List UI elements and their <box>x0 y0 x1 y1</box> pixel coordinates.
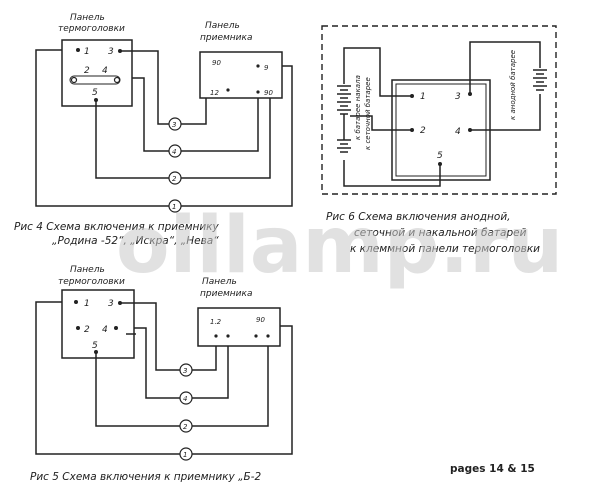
fig5-receiver-panel-title-2: приемника <box>200 289 252 299</box>
fig5-wire-4 <box>134 327 229 399</box>
fig5-wire-label-4: 4 <box>183 395 187 403</box>
fig5-wire-label-3: 3 <box>183 367 187 375</box>
fig4-receiver-panel-title-1: Панель <box>205 21 240 31</box>
fig4-receiver-panel-title-2: приемника <box>200 33 252 43</box>
fig5-pin2-terminal <box>76 326 80 330</box>
fig4-wire-label-2: 2 <box>172 175 177 183</box>
fig4-pin1-label: 1 <box>84 47 90 57</box>
fig4-thermal-panel-title-2: термоголовки <box>58 24 125 34</box>
fig6-caption-line3: к клеммной панели термоголовки <box>350 243 540 255</box>
fig6-pin2-label: 2 <box>420 126 426 136</box>
watermark-text: oillamp.ru <box>116 201 563 291</box>
fig4-receiver-panel-box <box>199 51 283 99</box>
fig5-wire-ring-2 <box>179 419 193 433</box>
fig5-receiver-panel-title-1: Панель <box>202 277 237 287</box>
fig4-rx-pin90a-label: 90 <box>212 59 221 67</box>
fig5-wire-label-1: 1 <box>183 451 187 459</box>
fig5-pin1-terminal <box>74 300 78 304</box>
fig6-wire-left-mid <box>350 115 412 131</box>
fig5-wire-ring-1 <box>179 447 193 461</box>
fig5-rx-t1 <box>214 334 218 338</box>
fig6-wire-right-bottom <box>470 94 541 131</box>
fig4-thermal-panel-title-1: Панель <box>70 13 105 23</box>
fig4-rx-pin90b-label: 90 <box>264 89 273 97</box>
fig4-rx-pin12-label: 12 <box>210 89 219 97</box>
fig6-battery-label-grid: к сеточной батарее <box>364 77 372 150</box>
fig5-thermal-panel-box <box>61 289 135 359</box>
fig6-wire-right-top <box>469 41 541 94</box>
fig6-diagram: 1 3 2 4 5 <box>321 25 557 255</box>
fig4-rx-pin9-label: 9 <box>264 64 269 72</box>
fig6-pin4-label: 4 <box>455 127 461 137</box>
fig5-receiver-panel-box <box>197 307 281 347</box>
fig5-thermal-panel-title-2: термоголовки <box>58 277 125 287</box>
fig4-rx-t2 <box>256 90 260 94</box>
fig4-caption-line2: „Родина -52“, „Искра“, „Нева“ <box>52 235 219 247</box>
fig4-jumper-right <box>113 76 121 84</box>
fig4-caption-line1: Рис 4 Схема включения к приемнику <box>14 221 220 233</box>
fig6-battery-label-filament: к батарее накала <box>354 75 362 140</box>
fig6-pin5-label: 5 <box>437 151 443 161</box>
fig4-rx-t3 <box>256 64 260 68</box>
pages-note: pages 14 & 15 <box>450 463 535 475</box>
fig4-wire-ring-3 <box>168 117 182 131</box>
fig5-rx-pin90-label: 90 <box>256 316 265 324</box>
fig4-wire-3 <box>120 50 207 125</box>
fig4-wire-4 <box>132 77 259 152</box>
fig6-battery-right <box>533 69 547 91</box>
fig5-pin2-label: 2 <box>84 325 90 335</box>
fig4-thermal-panel-box <box>61 39 133 107</box>
fig4-pin3-label: 3 <box>108 47 114 57</box>
fig5-pin4-terminal <box>114 326 118 330</box>
fig4-wire-2 <box>95 98 271 179</box>
fig5-pin3-label: 3 <box>108 299 114 309</box>
fig6-pin3-label: 3 <box>455 92 461 102</box>
fig4-wire-ring-1 <box>168 199 182 213</box>
fig6-pin1-label: 1 <box>420 92 426 102</box>
fig5-pin1-label: 1 <box>84 299 90 309</box>
fig5-wire-1 <box>35 301 293 455</box>
fig5-pin5-label: 5 <box>92 341 98 351</box>
fig6-dashed-enclosure <box>321 25 557 195</box>
fig4-wire-label-3: 3 <box>172 121 176 129</box>
fig5-wire-label-2: 2 <box>183 423 188 431</box>
fig4-jumper <box>69 75 121 85</box>
fig5-rx-t3 <box>254 334 258 338</box>
fig4-jumper-left <box>70 76 78 84</box>
fig6-wire-left-top <box>343 47 412 97</box>
fig5-caption: Рис 5 Схема включения к приемнику „Б-2 <box>30 471 261 483</box>
fig6-caption-line1: Рис 6 Схема включения анодной, <box>326 211 511 223</box>
fig5-wire-3 <box>120 302 217 371</box>
fig4-rx-t1 <box>226 88 230 92</box>
fig6-wire-left-bottom <box>343 160 441 187</box>
fig5-rx-pin12-label: 1.2 <box>210 318 222 326</box>
fig6-battery-label-anode: к анодной батарее <box>509 50 517 120</box>
fig4-pin4-label: 4 <box>102 66 108 76</box>
fig5-pin4-label: 4 <box>102 325 108 335</box>
fig5-rx-t4 <box>266 334 270 338</box>
fig6-caption-line2: сеточной и накальной батарей <box>354 227 527 239</box>
fig4-pin2-label: 2 <box>84 66 90 76</box>
fig4-wire-1 <box>35 49 293 207</box>
fig4-diagram: Панель термоголовки Панель приемника 1 3… <box>14 13 293 247</box>
fig5-diagram: Панель термоголовки Панель приемника 1 3… <box>30 265 293 483</box>
fig5-wire-ring-4 <box>179 391 193 405</box>
fig5-thermal-panel-title-1: Панель <box>70 265 105 275</box>
fig6-battery-left <box>337 85 351 153</box>
fig5-rx-t2 <box>226 334 230 338</box>
fig4-pin1-terminal <box>76 48 80 52</box>
fig4-pin5-label: 5 <box>92 88 98 98</box>
fig4-wire-ring-2 <box>168 171 182 185</box>
fig4-wire-ring-4 <box>168 144 182 158</box>
fig5-wire-ring-3 <box>179 363 193 377</box>
fig4-wire-label-4: 4 <box>172 148 176 156</box>
fig4-wire-label-1: 1 <box>172 203 176 211</box>
